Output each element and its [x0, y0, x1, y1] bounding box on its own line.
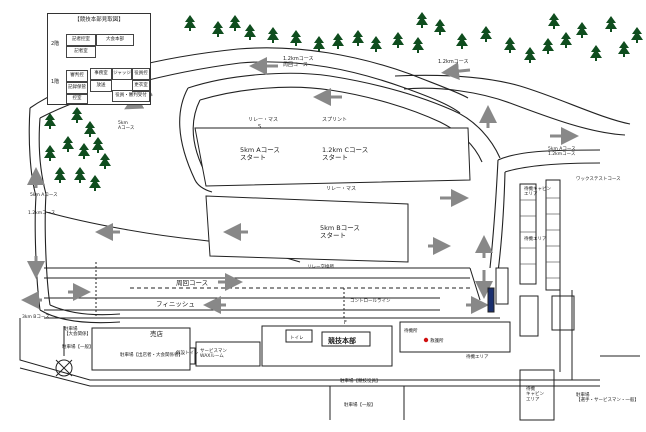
legend-cell: 役員・審判受付 — [112, 90, 150, 102]
label-left-3km: 3km Bコース — [22, 314, 50, 320]
label-start-5km-a: 5km Aコーススタート — [240, 146, 280, 161]
label-shop: 売店 — [150, 329, 164, 338]
label-start-area: 待機エリア — [524, 235, 547, 242]
label-medical: 救護所 — [430, 337, 444, 344]
hq-floor-legend: 【競技本部見取図】 2階 1階 記者控室 大会本部 記者室 事務室 審判控 ジャ… — [47, 13, 151, 105]
label-control-line: コントロールライン — [350, 298, 391, 304]
upper-start-area — [194, 127, 471, 187]
legend-cell: 更衣室 — [132, 80, 150, 92]
north-arrow-icon — [55, 359, 73, 377]
legend-floor-2: 2階 — [51, 41, 60, 47]
label-relay-zone: リレー交換所 — [307, 263, 334, 270]
label-waiting: 待機所 — [404, 327, 418, 334]
label-gate-f: F — [344, 320, 347, 326]
label-relay: リレー・マス — [248, 117, 278, 123]
label-parking-staff: 駐車場【選手・サービスマン・一般】 — [576, 391, 639, 403]
label-left-12km: 1.2kmコース — [28, 210, 56, 216]
label-wax-test: ワックステストコース — [576, 176, 621, 182]
label-parking-bottom: 駐車場【一般】 — [344, 401, 376, 408]
label-trailer: 待機キャビンエリア — [524, 185, 551, 197]
label-parking-official: 駐車場【競技役員】 — [340, 377, 381, 384]
legend-cell: 事務室 — [90, 68, 112, 80]
label-lap-course: 周回コース — [176, 279, 208, 287]
legend-cell: 審判控 — [66, 70, 88, 82]
legend-floor-1: 1階 — [51, 79, 60, 85]
label-hq: 競技本部 — [328, 336, 356, 345]
label-lot-main: 駐車場【出店者・大会関係者】 — [120, 351, 183, 358]
label-parking-general: 駐車場【一般】 — [62, 343, 94, 350]
label-start-12km-c: 1.2km Cコーススタート — [322, 146, 368, 161]
legend-title: 【競技本部見取図】 — [74, 17, 124, 23]
label-toilet-block: 仮設トイレ — [176, 349, 199, 356]
label-sprint: スプリント — [322, 117, 347, 123]
label-finish: フィニッシュ — [156, 300, 195, 308]
label-parking-left: 駐車場【大会関係】 — [64, 325, 91, 337]
label-left-5km-a: 5km Aコース — [30, 192, 58, 198]
lower-start-area — [205, 195, 409, 263]
legend-cell: 放送 — [90, 80, 112, 92]
legend-cell: 記者室 — [66, 46, 96, 58]
label-toilet: トイレ — [290, 336, 304, 341]
legend-cell: 記録保管 — [66, 82, 88, 94]
label-relay-2: リレー・マス — [326, 186, 356, 192]
label-trailer-bottom: 待機キャビンエリア — [526, 385, 544, 402]
legend-cell: 記者控室 — [66, 34, 96, 46]
label-camp-area: 待機エリア — [466, 353, 489, 360]
legend-cell: 役員控 — [132, 68, 150, 80]
legend-cell: ジャッジ — [112, 68, 132, 80]
label-start-5km-b: 5km Bコーススタート — [320, 224, 360, 239]
label-gate-s: S — [258, 124, 261, 130]
label-top-course: 1.2kmコース周回コース — [283, 56, 313, 68]
legend-cell: 大会本部 — [96, 34, 134, 46]
legend-cell: 控室 — [66, 94, 88, 104]
label-top-right-course: 1.2kmコース — [438, 59, 468, 65]
